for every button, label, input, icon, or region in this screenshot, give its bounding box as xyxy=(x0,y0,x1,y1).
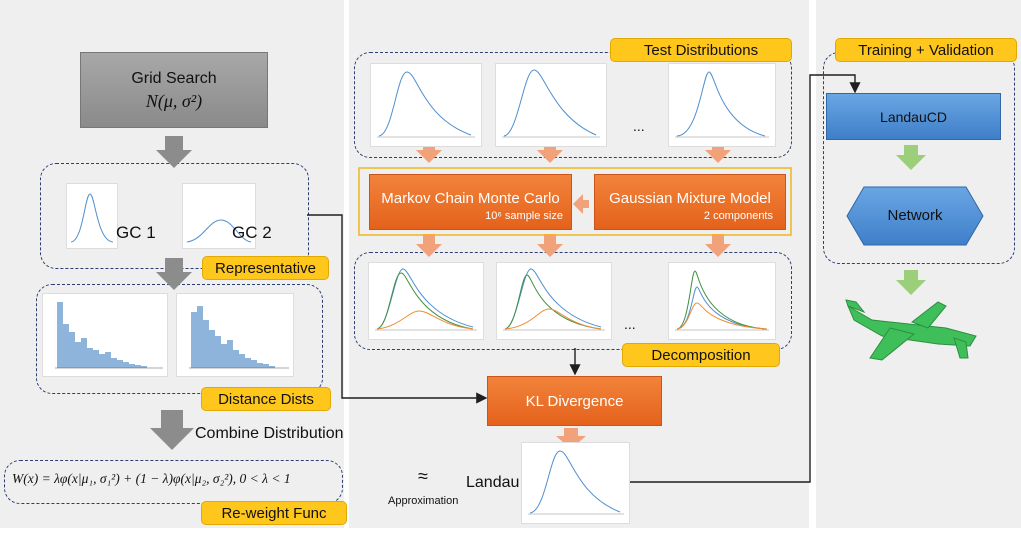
gc1-label: GC 1 xyxy=(116,223,156,242)
distance-hist-2 xyxy=(176,293,294,377)
decomp-plot-3 xyxy=(668,262,776,340)
distance-dists-tag: Distance Dists xyxy=(201,387,331,411)
approx-symbol: ≈ xyxy=(418,466,428,486)
reweight-group xyxy=(4,460,343,504)
gmm-sub: 2 components xyxy=(703,210,773,222)
test-dist-plot-2 xyxy=(495,63,607,147)
gray-arrow xyxy=(150,136,194,450)
decomposition-group xyxy=(354,252,792,350)
landau-label: Landau xyxy=(466,474,520,491)
representative-tag: Representative xyxy=(202,256,329,280)
gmm-box: Gaussian Mixture Model 2 components xyxy=(594,174,786,230)
decomp-plot-1 xyxy=(368,262,484,340)
approximation-label: Approximation xyxy=(388,495,459,507)
test-distributions-tag: Test Distributions xyxy=(610,38,792,62)
decomp-plot-2 xyxy=(496,262,612,340)
test-dist-plot-3 xyxy=(668,63,776,147)
test-dist-ellipsis: ... xyxy=(633,118,645,134)
mcmc-sub: 10⁶ sample size xyxy=(485,210,563,222)
gmm-title: Gaussian Mixture Model xyxy=(609,190,771,207)
reweight-formula: W(x) = λφ(x|μ₁, σ₁²) + (1 − λ)φ(x|μ₂, σ₂… xyxy=(12,471,291,486)
mcmc-box: Markov Chain Monte Carlo 10⁶ sample size xyxy=(369,174,572,230)
test-dist-plot-1 xyxy=(370,63,482,147)
reweight-func-tag: Re-weight Func xyxy=(201,501,347,525)
kl-divergence-label: KL Divergence xyxy=(525,393,624,410)
gc2-label: GC 2 xyxy=(232,223,272,242)
grid-search-formula: N(μ, σ²) xyxy=(145,91,203,111)
combine-distribution-label: Combine Distribution xyxy=(195,425,344,442)
network-label: Network xyxy=(887,207,943,224)
landau-plot xyxy=(521,442,630,524)
test-dist-group xyxy=(354,52,792,158)
landaucd-box: LandauCD xyxy=(826,93,1001,140)
grid-search-title: Grid Search xyxy=(131,70,217,87)
gc1-plot xyxy=(66,183,118,249)
voxel-airplane-icon xyxy=(842,298,982,370)
network-hexagon: Network xyxy=(846,186,984,246)
training-validation-tag: Training + Validation xyxy=(835,38,1017,62)
distance-hist-1 xyxy=(42,293,168,377)
landaucd-label: LandauCD xyxy=(880,108,947,125)
decomposition-tag: Decomposition xyxy=(622,343,780,367)
decomp-ellipsis: ... xyxy=(624,316,636,332)
kl-divergence-box: KL Divergence xyxy=(487,376,662,426)
gc2-plot xyxy=(182,183,256,249)
grid-search-box: Grid Search N(μ, σ²) xyxy=(80,52,268,128)
mcmc-title: Markov Chain Monte Carlo xyxy=(381,190,560,207)
